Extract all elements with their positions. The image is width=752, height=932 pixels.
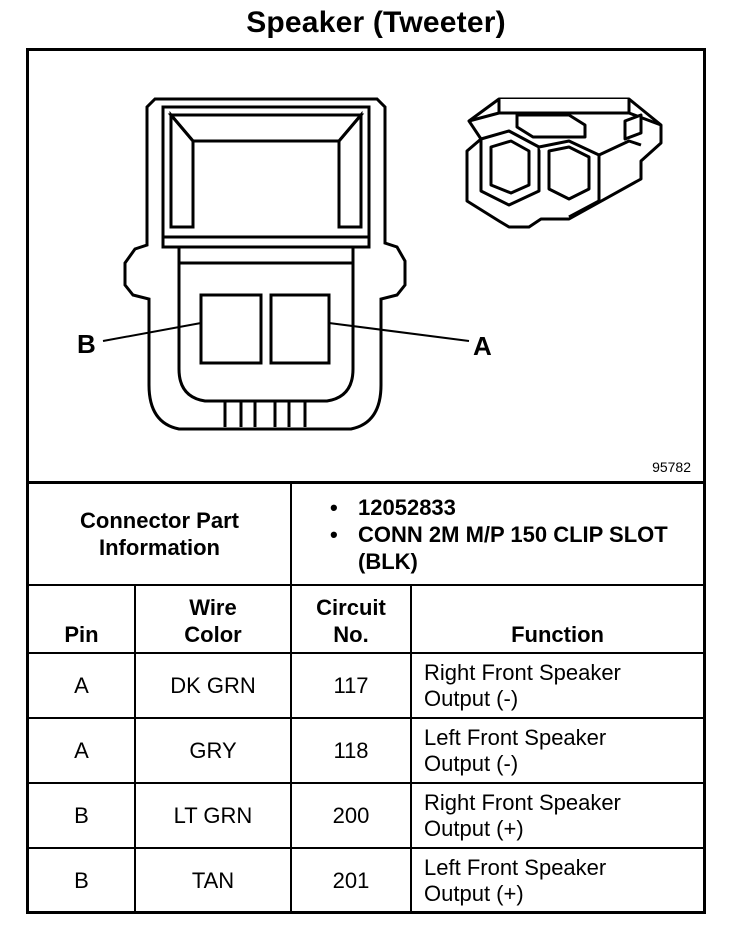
header-wire-color: Wire Color	[133, 584, 293, 654]
connector-info-label: Connector Part Information	[29, 484, 293, 586]
connector-sheet: B A 95782 Connector Part Information 120…	[26, 48, 706, 914]
wire-color-cell: GRY	[133, 717, 293, 784]
part-number: 12052833	[330, 494, 703, 521]
wire-color-cell: LT GRN	[133, 782, 293, 849]
function-cell: Left Front Speaker Output (-)	[410, 717, 704, 784]
pin-cell: B	[29, 782, 136, 849]
table-row: B LT GRN 200 Right Front Speaker Output …	[29, 782, 704, 849]
header-function: Function	[410, 584, 704, 654]
function-cell: Right Front Speaker Output (-)	[410, 652, 704, 719]
table-row: B TAN 201 Left Front Speaker Output (+)	[29, 847, 704, 912]
pin-cell: A	[29, 717, 136, 784]
figure-number: 95782	[652, 459, 691, 475]
circuit-cell: 200	[290, 782, 413, 849]
connector-diagram: B A 95782	[29, 51, 703, 484]
function-cell: Right Front Speaker Output (+)	[410, 782, 704, 849]
circuit-cell: 118	[290, 717, 413, 784]
wire-color-cell: TAN	[133, 847, 293, 912]
table-header-row: Pin Wire Color Circuit No. Function	[29, 584, 704, 654]
pin-cell: B	[29, 847, 136, 912]
connector-info-row: Connector Part Information 12052833 CONN…	[29, 484, 704, 586]
part-description: CONN 2M M/P 150 CLIP SLOT (BLK)	[330, 521, 703, 575]
table-row: A GRY 118 Left Front Speaker Output (-)	[29, 717, 704, 784]
table-row: A DK GRN 117 Right Front Speaker Output …	[29, 652, 704, 719]
page-title: Speaker (Tweeter)	[246, 6, 506, 39]
pin-leader-lines	[102, 322, 470, 342]
header-circuit: Circuit No.	[290, 584, 413, 654]
connector-part-list: 12052833 CONN 2M M/P 150 CLIP SLOT (BLK)	[290, 484, 704, 586]
header-pin: Pin	[29, 584, 136, 654]
function-cell: Left Front Speaker Output (+)	[410, 847, 704, 912]
circuit-cell: 117	[290, 652, 413, 719]
circuit-cell: 201	[290, 847, 413, 912]
pinout-table: Connector Part Information 12052833 CONN…	[29, 484, 704, 912]
connector-iso-drawing	[465, 97, 663, 229]
connector-face-drawing	[123, 97, 407, 431]
pin-a-label: A	[473, 331, 492, 361]
pin-b-label: B	[77, 329, 96, 359]
connector-drawing	[102, 97, 663, 431]
pin-cell: A	[29, 652, 136, 719]
wire-color-cell: DK GRN	[133, 652, 293, 719]
